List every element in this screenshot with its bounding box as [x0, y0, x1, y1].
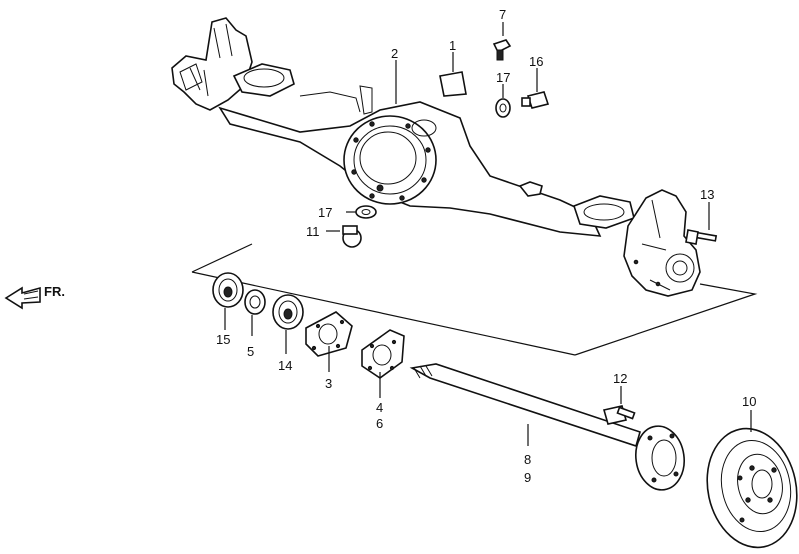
- callout-8: 8: [524, 452, 531, 467]
- callout-10: 10: [742, 394, 756, 409]
- front-direction-arrow: FR.: [4, 284, 65, 310]
- callout-9: 9: [524, 470, 531, 485]
- callout-3: 3: [325, 376, 332, 391]
- callout-15: 15: [216, 332, 230, 347]
- callout-17-lower: 17: [318, 205, 332, 220]
- callout-2: 2: [391, 46, 398, 61]
- axle-shaft: [409, 363, 685, 491]
- hub-bolt: [602, 405, 636, 425]
- axle-bearing: [272, 294, 304, 330]
- callout-12: 12: [613, 371, 627, 386]
- callout-6: 6: [376, 416, 383, 431]
- callout-14: 14: [278, 358, 292, 373]
- callout-13: 13: [700, 187, 714, 202]
- brake-drum: [706, 427, 798, 549]
- label-plate: [439, 71, 467, 97]
- exploded-view-boundary: [191, 243, 758, 356]
- washer-lower: [355, 205, 377, 219]
- callout-16: 16: [529, 54, 543, 69]
- filler-plug: [521, 91, 550, 109]
- breather-bolt: [492, 39, 512, 61]
- mounting-bolt: [685, 229, 718, 245]
- backing-plate-gasket: [361, 329, 405, 379]
- front-direction-label: FR.: [44, 284, 65, 299]
- rear-axle-housing: [171, 17, 701, 297]
- callout-7: 7: [499, 7, 506, 22]
- washer-upper: [495, 98, 511, 118]
- callout-17-upper: 17: [496, 70, 510, 85]
- oil-seal: [212, 272, 244, 308]
- callout-1: 1: [449, 38, 456, 53]
- bearing-race: [244, 289, 266, 315]
- callout-4: 4: [376, 400, 383, 415]
- bearing-retainer: [305, 311, 353, 357]
- drain-plug: [342, 225, 362, 248]
- callout-11: 11: [306, 224, 320, 239]
- callout-5: 5: [247, 344, 254, 359]
